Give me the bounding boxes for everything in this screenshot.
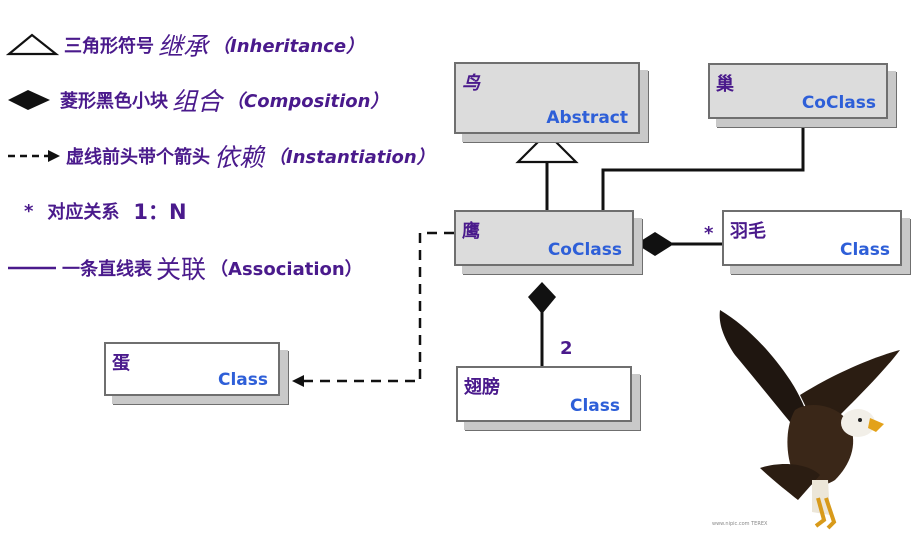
dashed-arrow-icon: [8, 150, 60, 162]
class-stereotype: Class: [839, 240, 890, 260]
legend-term: 组合: [172, 87, 223, 116]
class-name: 鸟: [462, 73, 480, 94]
legend-text: 虚线前头带个箭头: [66, 147, 210, 168]
class-egg[interactable]: 蛋 Class: [104, 342, 280, 396]
class-eagle[interactable]: 鹰 CoClass: [454, 210, 634, 266]
eagle-illustration: [719, 310, 900, 530]
line-icon: [8, 266, 56, 270]
class-name: 鹰: [462, 221, 480, 242]
legend-english: （Instantiation）: [268, 147, 435, 168]
class-stereotype: Abstract: [546, 108, 628, 128]
class-stereotype: Class: [217, 370, 268, 390]
legend-term: 继承: [158, 32, 209, 61]
class-name: 巢: [716, 74, 734, 95]
class-stereotype: CoClass: [547, 240, 622, 260]
legend-multiplicity: * 对应关系 1：N: [24, 196, 187, 226]
star-icon: *: [24, 200, 34, 222]
class-stereotype: CoClass: [801, 93, 876, 113]
legend-english: （Inheritance）: [212, 36, 365, 57]
dependency-line: [304, 231, 454, 383]
class-bird[interactable]: 鸟 Abstract: [454, 62, 640, 134]
class-wing[interactable]: 翅膀 Class: [456, 366, 632, 422]
class-nest[interactable]: 巢 CoClass: [708, 63, 888, 119]
triangle-icon: [6, 33, 60, 56]
association-line: [601, 126, 805, 210]
legend-association: 一条直线表 关联 （Association）: [6, 253, 363, 284]
legend-text: 一条直线表: [62, 259, 152, 280]
legend-text: 对应关系: [47, 202, 120, 223]
legend-term: 关联: [156, 255, 207, 284]
class-stereotype: Class: [569, 396, 620, 416]
class-name: 蛋: [112, 353, 130, 374]
legend-english: （Composition）: [226, 91, 389, 112]
composition-diamond-feather: [636, 232, 674, 256]
legend-text: 三角形符号: [64, 36, 154, 57]
legend-composition: 菱形黑色小块 组合 （Composition）: [6, 85, 389, 116]
legend-english: （Association）: [210, 259, 363, 280]
diamond-icon: [8, 90, 50, 110]
legend-term: 1：N: [133, 200, 187, 224]
multiplicity-feather: *: [704, 223, 714, 244]
legend-instantiation: 虚线前头带个箭头 依赖 （Instantiation）: [6, 141, 435, 172]
class-name: 翅膀: [464, 377, 500, 398]
composition-diamond-wing: [528, 282, 556, 314]
multiplicity-wing: 2: [560, 338, 573, 359]
watermark-text: www.nipic.com TEREX: [712, 521, 768, 527]
inheritance-triangle: [515, 131, 579, 164]
dependency-arrowhead: [292, 375, 304, 387]
class-name: 羽毛: [730, 221, 766, 242]
legend-inheritance: 三角形符号 继承 （Inheritance）: [6, 30, 365, 61]
legend-term: 依赖: [214, 143, 265, 172]
legend-text: 菱形黑色小块: [60, 91, 168, 112]
class-feather[interactable]: 羽毛 Class: [722, 210, 902, 266]
